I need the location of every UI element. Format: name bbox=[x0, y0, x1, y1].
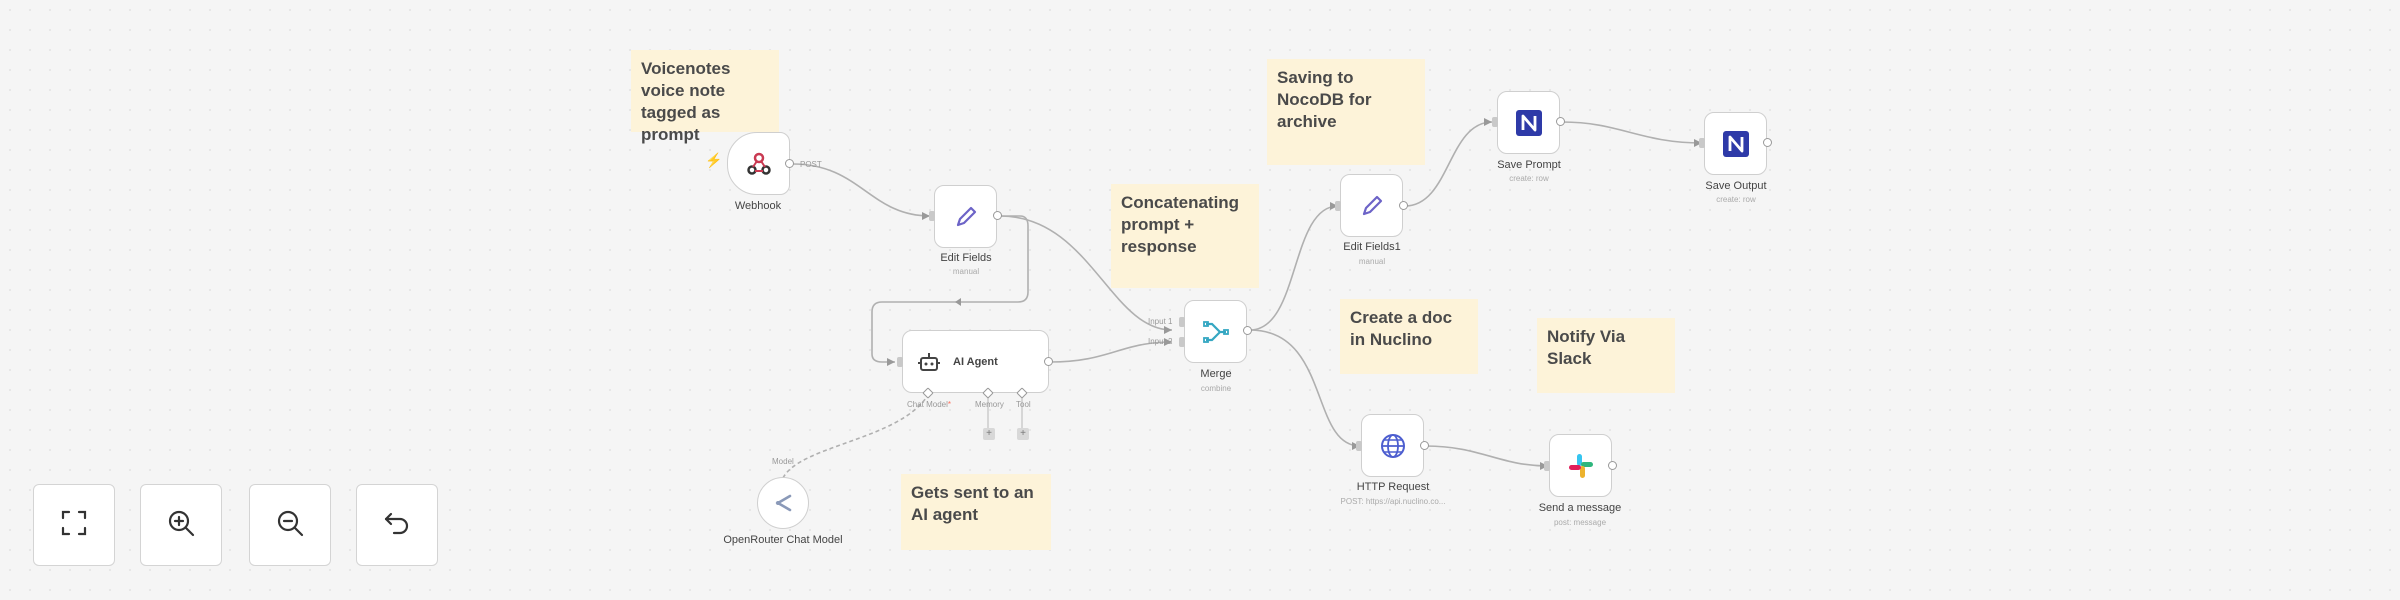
webhook-output-port[interactable] bbox=[785, 159, 794, 168]
webhook-output-label: POST bbox=[800, 160, 822, 169]
edge-editfields1-saveprompt bbox=[1404, 121, 1493, 207]
edge-saveprompt-saveoutput bbox=[1561, 121, 1703, 144]
edge-merge-http bbox=[1249, 329, 1361, 447]
chat-model-port-label: Chat Model* bbox=[907, 400, 951, 409]
edge-aiagent-merge bbox=[1049, 341, 1173, 363]
http-request-output-port[interactable] bbox=[1420, 441, 1429, 450]
edit-fields-input-port[interactable] bbox=[929, 211, 935, 221]
merge-input2-port[interactable] bbox=[1179, 337, 1185, 347]
sticky-note-concat[interactable]: Concatenating prompt + response bbox=[1111, 184, 1259, 288]
send-message-output-port[interactable] bbox=[1608, 461, 1617, 470]
slack-icon bbox=[1567, 452, 1595, 480]
nocodb-icon bbox=[1722, 130, 1750, 158]
reset-zoom-button[interactable] bbox=[356, 484, 438, 566]
edit-fields1-subtitle: manual bbox=[1358, 257, 1386, 266]
edge-editfields-aiagent-loop bbox=[871, 215, 1029, 363]
ai-agent-input-port[interactable] bbox=[897, 357, 903, 367]
sticky-note-slack[interactable]: Notify Via Slack bbox=[1537, 318, 1675, 393]
save-prompt-input-port[interactable] bbox=[1492, 117, 1498, 127]
openrouter-node[interactable] bbox=[757, 477, 809, 529]
globe-icon bbox=[1379, 432, 1407, 460]
save-output-title: Save Output bbox=[1705, 180, 1767, 192]
merge-input1-label: Input 1 bbox=[1148, 317, 1173, 326]
send-message-input-port[interactable] bbox=[1544, 461, 1550, 471]
edit-fields1-input-port[interactable] bbox=[1335, 201, 1341, 211]
send-message-title: Send a message bbox=[1538, 502, 1622, 514]
edit-fields1-title: Edit Fields1 bbox=[1343, 241, 1401, 253]
merge-icon bbox=[1202, 318, 1230, 346]
pencil-icon bbox=[1359, 193, 1385, 219]
edge-openrouter-aiagent bbox=[782, 394, 929, 479]
memory-port-label: Memory bbox=[975, 400, 1004, 409]
add-memory-button[interactable]: + bbox=[983, 428, 995, 440]
required-mark: * bbox=[947, 400, 952, 409]
zoom-out-icon bbox=[275, 508, 305, 543]
send-message-node[interactable] bbox=[1549, 434, 1612, 497]
sticky-note-voicenote[interactable]: Voicenotes voice note tagged as prompt bbox=[631, 50, 779, 144]
http-request-subtitle: POST: https://api.nuclino.co... bbox=[1340, 497, 1446, 506]
edit-fields-subtitle: manual bbox=[952, 267, 980, 276]
edit-fields-output-port[interactable] bbox=[993, 211, 1002, 220]
merge-input1-port[interactable] bbox=[1179, 317, 1185, 327]
sticky-note-nocodb[interactable]: Saving to NocoDB for archive bbox=[1267, 59, 1425, 165]
http-request-input-port[interactable] bbox=[1356, 441, 1362, 451]
merge-output-port[interactable] bbox=[1243, 326, 1252, 335]
save-output-output-port[interactable] bbox=[1763, 138, 1772, 147]
add-tool-button[interactable]: + bbox=[1017, 428, 1029, 440]
save-output-subtitle: create: row bbox=[1716, 195, 1756, 204]
zoom-in-button[interactable] bbox=[140, 484, 222, 566]
undo-icon bbox=[382, 508, 412, 543]
merge-input2-label: Input 2 bbox=[1148, 337, 1173, 346]
webhook-title: Webhook bbox=[734, 200, 782, 212]
fit-view-button[interactable] bbox=[33, 484, 115, 566]
openrouter-model-label: Model bbox=[772, 457, 794, 466]
robot-icon bbox=[917, 351, 941, 373]
openrouter-title: OpenRouter Chat Model bbox=[723, 534, 843, 546]
edge-webhook-editfields bbox=[792, 163, 931, 217]
save-prompt-output-port[interactable] bbox=[1556, 117, 1565, 126]
webhook-icon bbox=[746, 151, 772, 177]
sticky-note-agent[interactable]: Gets sent to an AI agent bbox=[901, 474, 1051, 550]
pencil-icon bbox=[953, 204, 979, 230]
send-message-subtitle: post: message bbox=[1553, 518, 1607, 527]
ai-agent-title: AI Agent bbox=[953, 355, 998, 368]
zoom-in-icon bbox=[166, 508, 196, 543]
webhook-node[interactable] bbox=[727, 132, 790, 195]
edit-fields1-node[interactable] bbox=[1340, 174, 1403, 237]
save-output-input-port[interactable] bbox=[1699, 138, 1705, 148]
sticky-note-nuclino[interactable]: Create a doc in Nuclino bbox=[1340, 299, 1478, 374]
http-request-node[interactable] bbox=[1361, 414, 1424, 477]
merge-title: Merge bbox=[1200, 368, 1232, 380]
save-output-node[interactable] bbox=[1704, 112, 1767, 175]
fullscreen-icon bbox=[59, 508, 89, 543]
nocodb-icon bbox=[1515, 109, 1543, 137]
merge-node[interactable] bbox=[1184, 300, 1247, 363]
edge-http-slack bbox=[1425, 445, 1549, 467]
tool-port-label: Tool bbox=[1016, 400, 1031, 409]
save-prompt-subtitle: create: row bbox=[1509, 174, 1549, 183]
trigger-bolt-icon: ⚡ bbox=[705, 152, 723, 168]
chat-model-label-text: Chat Model bbox=[907, 400, 948, 409]
openrouter-icon bbox=[772, 492, 794, 514]
edit-fields1-output-port[interactable] bbox=[1399, 201, 1408, 210]
merge-subtitle: combine bbox=[1200, 384, 1232, 393]
zoom-out-button[interactable] bbox=[249, 484, 331, 566]
edge-editfields-merge bbox=[999, 215, 1173, 331]
save-prompt-title: Save Prompt bbox=[1497, 159, 1561, 171]
ai-agent-node[interactable]: AI Agent bbox=[902, 330, 1049, 393]
edit-fields-node[interactable] bbox=[934, 185, 997, 248]
http-request-title: HTTP Request bbox=[1356, 481, 1430, 493]
save-prompt-node[interactable] bbox=[1497, 91, 1560, 154]
edge-merge-editfields1 bbox=[1249, 205, 1339, 331]
edit-fields-title: Edit Fields bbox=[940, 252, 992, 264]
ai-agent-output-port[interactable] bbox=[1044, 357, 1053, 366]
